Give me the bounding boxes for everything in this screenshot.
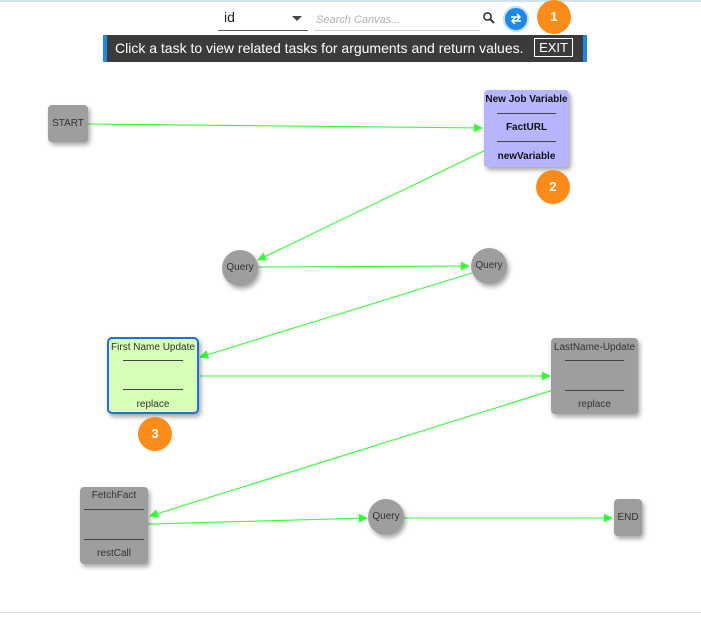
swap-icon bbox=[510, 13, 522, 25]
node-start-label: START bbox=[52, 118, 84, 129]
node-title: New Job Variable bbox=[485, 94, 568, 105]
toggle-related-button[interactable] bbox=[503, 6, 529, 32]
toolbar: id 1 bbox=[0, 0, 701, 36]
field-select[interactable]: id bbox=[218, 8, 308, 31]
search-canvas-input[interactable] bbox=[314, 10, 480, 31]
step-badge-2: 2 bbox=[536, 170, 570, 204]
search-icon[interactable] bbox=[482, 11, 496, 25]
node-title: FetchFact bbox=[91, 490, 137, 501]
node-return: newVariable bbox=[497, 151, 556, 162]
divider bbox=[123, 360, 183, 361]
node-start[interactable]: START bbox=[48, 105, 88, 142]
node-return: replace bbox=[136, 399, 170, 410]
edge-query2-to-firstname bbox=[199, 272, 473, 359]
bottom-rule bbox=[0, 612, 701, 613]
divider bbox=[497, 141, 556, 142]
divider bbox=[565, 360, 624, 361]
info-banner: Click a task to view related tasks for a… bbox=[103, 35, 587, 62]
edge-start-to-newjob bbox=[87, 123, 483, 133]
node-lastname-update[interactable]: LastName-Update replace bbox=[551, 338, 638, 414]
node-title: First Name Update bbox=[111, 342, 195, 353]
edge-newjob-to-query1 bbox=[257, 149, 487, 261]
edge-fetchfact-to-query3 bbox=[115, 513, 368, 526]
node-fetch-fact[interactable]: FetchFact restCall bbox=[80, 487, 148, 564]
field-select-value: id bbox=[224, 9, 235, 25]
node-return: replace bbox=[578, 399, 611, 410]
node-query-2-label: Query bbox=[475, 260, 503, 271]
divider bbox=[565, 390, 624, 391]
node-new-job-variable[interactable]: New Job Variable FactURL newVariable bbox=[484, 90, 569, 167]
node-query-3[interactable]: Query bbox=[368, 499, 404, 535]
divider bbox=[497, 113, 556, 114]
divider bbox=[123, 389, 183, 390]
step-badge-1: 1 bbox=[537, 0, 571, 34]
divider bbox=[84, 509, 144, 510]
node-end-label: END bbox=[617, 512, 639, 523]
node-query-3-label: Query bbox=[372, 511, 400, 522]
divider bbox=[84, 539, 144, 540]
node-query-2[interactable]: Query bbox=[471, 248, 507, 284]
node-first-name-update[interactable]: First Name Update replace bbox=[107, 337, 199, 414]
node-query-1[interactable]: Query bbox=[222, 250, 258, 286]
top-rule bbox=[0, 0, 701, 2]
exit-button[interactable]: EXIT bbox=[534, 38, 573, 57]
edge-lastname-to-fetchfact bbox=[149, 375, 599, 518]
node-title: LastName-Update bbox=[553, 342, 636, 353]
banner-message: Click a task to view related tasks for a… bbox=[115, 40, 524, 56]
node-return: restCall bbox=[97, 548, 131, 559]
caret-down-icon[interactable] bbox=[292, 16, 302, 21]
step-badge-3: 3 bbox=[138, 417, 172, 451]
node-query-1-label: Query bbox=[226, 262, 254, 273]
node-argument: FactURL bbox=[505, 122, 548, 133]
edge-query1-to-query2 bbox=[257, 261, 470, 271]
node-end[interactable]: END bbox=[614, 499, 642, 536]
